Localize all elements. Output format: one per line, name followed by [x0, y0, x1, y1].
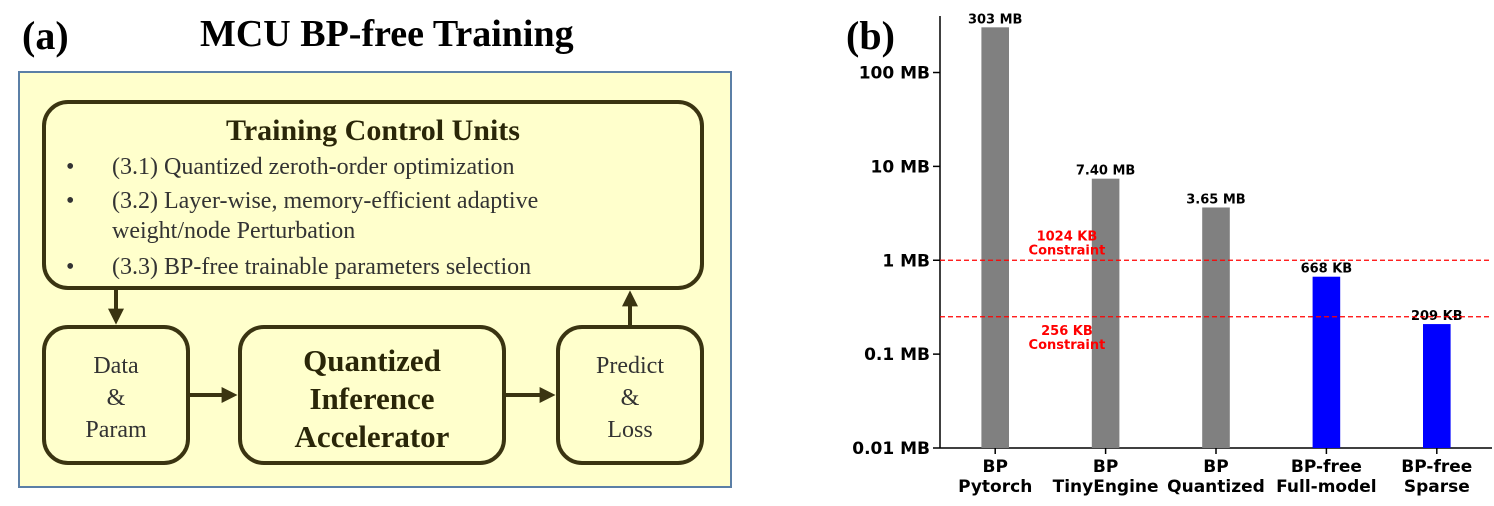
constraint-label: 256 KB — [1041, 324, 1093, 339]
bullet-dot: • — [66, 154, 75, 180]
category-label: TinyEngine — [1053, 477, 1159, 497]
data-param-box: Data & Param — [42, 325, 190, 465]
value-label: 668 KB — [1301, 262, 1353, 277]
panel-a-title: MCU BP-free Training — [200, 13, 574, 55]
predict-loss-line: & — [620, 385, 640, 411]
panel-a-letter: (a) — [22, 13, 69, 58]
y-tick-label: 1 MB — [882, 251, 930, 271]
accelerator-line: Inference — [309, 381, 435, 416]
bar — [1091, 178, 1120, 448]
category-label: Full-model — [1276, 477, 1377, 497]
training-control-units-box: Training Control Units • (3.1) Quantized… — [42, 100, 704, 290]
panel-b: (b) 0.01 MB 0.1 MB 1 MB 10 MB 100 MB 303 MB BP… — [830, 0, 1494, 506]
predict-loss-line: Predict — [596, 353, 664, 379]
constraint-label: Constraint — [1029, 338, 1106, 353]
constraint-label: Constraint — [1029, 243, 1106, 258]
category-label: Sparse — [1404, 477, 1470, 497]
bar — [981, 27, 1009, 448]
bullet-dot: • — [66, 254, 75, 280]
bullet-text: (3.3) BP-free trainable parameters selec… — [112, 254, 532, 280]
category-label: BP-free — [1401, 457, 1472, 477]
flow-arrows — [108, 290, 638, 403]
bar — [1312, 276, 1341, 448]
predict-loss-line: Loss — [607, 417, 653, 443]
quantized-inference-accelerator-box: Quantized Inference Accelerator — [238, 325, 506, 465]
value-label: 3.65 MB — [1186, 192, 1245, 207]
diagram-background — [18, 71, 732, 488]
y-tick-label: 100 MB — [859, 64, 930, 84]
category-label: Quantized — [1167, 477, 1265, 497]
value-label: 7.40 MB — [1076, 164, 1135, 179]
accelerator-line: Quantized — [303, 343, 441, 378]
category-label: BP-free — [1291, 457, 1362, 477]
data-param-line: & — [106, 385, 126, 411]
accelerator-line: Accelerator — [294, 419, 450, 454]
bullet-text: (3.1) Quantized zeroth-order optimizatio… — [112, 154, 515, 180]
training-control-units-title: Training Control Units — [226, 114, 520, 147]
y-tick-label: 0.01 MB — [852, 439, 930, 459]
value-label: 303 MB — [968, 12, 1023, 27]
category-label: BP — [1203, 457, 1228, 477]
data-param-line: Param — [85, 417, 147, 443]
panel-b-letter: (b) — [846, 13, 895, 58]
bullet-text: (3.2) Layer-wise, memory-efficient adapt… — [112, 188, 539, 214]
panel-a: (a) MCU BP-free Training Training Contro… — [18, 13, 732, 488]
category-label: BP — [1093, 457, 1118, 477]
constraint-label: 1024 KB — [1037, 229, 1098, 244]
category-label: Pytorch — [958, 477, 1032, 497]
bullet-text: weight/node Perturbation — [112, 218, 356, 244]
data-param-line: Data — [93, 353, 139, 379]
bullet-dot: • — [66, 188, 75, 214]
bar — [1202, 207, 1230, 448]
bar — [1423, 324, 1451, 448]
y-tick-label: 0.1 MB — [864, 345, 930, 365]
category-label: BP — [982, 457, 1007, 477]
predict-loss-box: Predict & Loss — [556, 325, 704, 465]
y-tick-label: 10 MB — [871, 157, 930, 177]
